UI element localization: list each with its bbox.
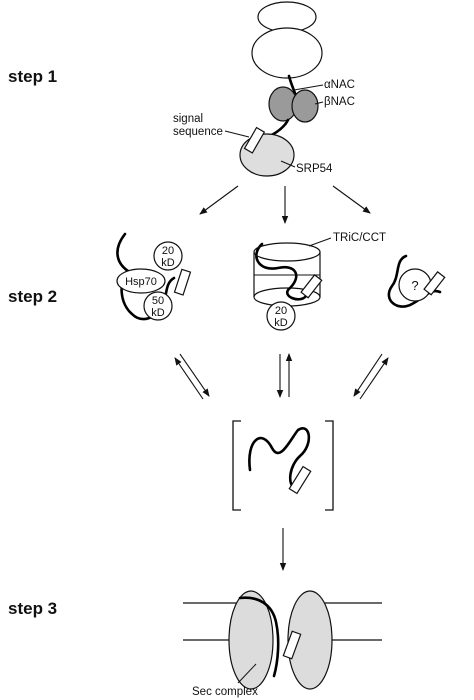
tric-20kd-bottom: kD	[274, 317, 288, 329]
signal-sequence-rect	[243, 126, 266, 154]
beta-nac-subunit	[291, 89, 319, 123]
signal-sequence-label-line1: signal	[173, 113, 203, 125]
beta-nac-leader	[314, 101, 324, 105]
sec-chain	[238, 596, 280, 678]
beta-nac-label: βNAC	[324, 96, 355, 108]
hsp70-ellipse	[116, 268, 166, 294]
nac-complex	[268, 86, 319, 123]
chaperone-20kd	[153, 241, 183, 271]
reversible-arrow-middle	[276, 353, 293, 398]
reversible-arrow-right	[353, 353, 389, 400]
chaperone-50kd-top: 50	[152, 295, 164, 307]
tric-signal-rect	[300, 274, 323, 299]
sec-complex-right-half	[287, 590, 333, 690]
tric-chain	[255, 242, 308, 301]
tric-cylinder-top	[253, 242, 321, 262]
srp54-particle	[239, 133, 295, 177]
intermediate-signal-rect	[288, 465, 312, 495]
hsp70-label: Hsp70	[125, 276, 157, 288]
sec-complex-leader	[237, 663, 257, 684]
alpha-nac-leader	[293, 84, 324, 91]
chaperone-20kd-bottom: kD	[161, 257, 175, 269]
signal-sequence-leader	[224, 130, 250, 138]
unknown-factor-label: ?	[411, 278, 418, 293]
sec-complex-label: Sec complex	[192, 686, 258, 698]
unknown-signal-rect	[423, 271, 446, 296]
arrow-to-hsp70	[199, 185, 239, 215]
ribosome	[251, 1, 323, 79]
intermediate-bracket	[232, 420, 334, 511]
bracket-right	[325, 420, 334, 511]
intermediate-chain	[248, 427, 311, 492]
tric-cct-leader	[308, 237, 332, 247]
chaperone-50kd	[143, 291, 173, 321]
tric-20kd-top: 20	[275, 305, 287, 317]
chaperone-50kd-bottom: kD	[151, 307, 165, 319]
ribosome-large-subunit	[251, 27, 323, 79]
tric-20kd	[266, 301, 296, 331]
unknown-factor-complex: ?	[387, 254, 446, 308]
srp54-label: SRP54	[296, 163, 333, 175]
sec-complex	[228, 590, 333, 690]
arrow-to-unknown	[332, 185, 371, 214]
tric-cct-label: TRiC/CCT	[333, 232, 386, 244]
bracket-left	[232, 420, 241, 511]
signal-sequence-label-line2: sequence	[173, 126, 223, 138]
step-2-label: step 2	[8, 287, 57, 306]
hsp70-signal-rect	[173, 268, 192, 296]
alpha-nac-label: αNAC	[324, 79, 355, 91]
step-1-label: step 1	[8, 67, 57, 86]
hsp70-complex: 20 kD Hsp70 50 kD	[116, 232, 192, 321]
reversible-arrow-left	[174, 353, 210, 400]
sec-complex-left-half	[228, 590, 274, 690]
step-3-label: step 3	[8, 599, 57, 618]
chaperone-20kd-top: 20	[162, 245, 174, 257]
tric-cct-complex: 20 kD	[253, 242, 323, 331]
srp54-leader	[280, 160, 296, 168]
sec-signal-rect	[282, 630, 302, 660]
membrane	[183, 602, 382, 641]
